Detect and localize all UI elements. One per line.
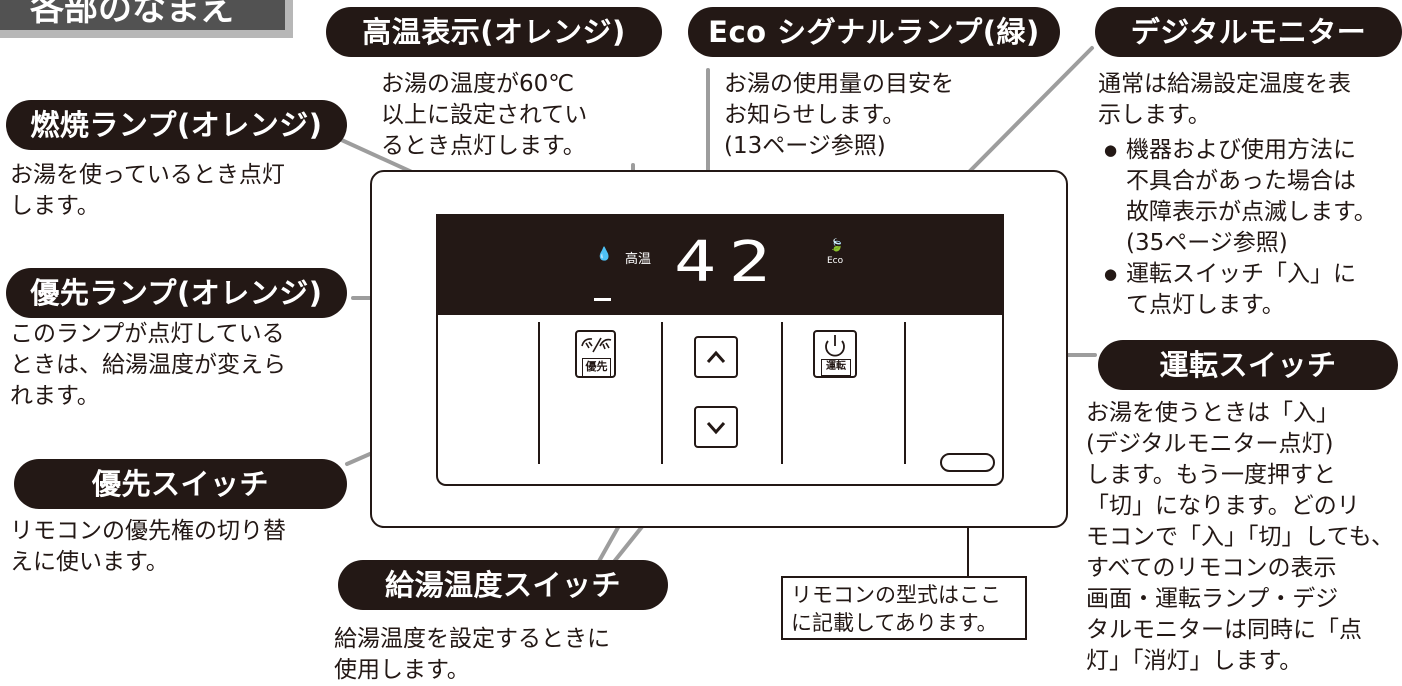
model-plate xyxy=(940,453,995,472)
temp-switch-title: 給湯温度スイッチ xyxy=(338,560,668,610)
chevron-down-icon xyxy=(706,422,726,435)
priority-button-label: 優先 xyxy=(582,358,611,377)
eco-leaf-icon: 🍃 xyxy=(829,238,844,252)
section-tab: 各部のなまえ xyxy=(0,0,293,38)
digital-monitor-title: デジタルモニター xyxy=(1095,7,1402,57)
divider-1 xyxy=(538,322,540,464)
priority-switch-title: 優先スイッチ xyxy=(14,459,347,509)
combustion-lamp-title: 燃焼ランプ(オレンジ) xyxy=(6,100,347,150)
priority-switch-button[interactable]: 優先 xyxy=(575,330,616,378)
high-temp-label: 高温 xyxy=(625,252,652,267)
eco-lamp-title: Eco シグナルランプ(緑) xyxy=(688,7,1060,57)
priority-lamp-desc: このランプが点灯している ときは、給湯温度が変えら れます。 xyxy=(10,321,286,409)
monitor-bullet-power: 運転スイッチ「入」に て点灯します。 xyxy=(1104,259,1402,321)
priority-switch-desc: リモコンの優先権の切り替 えに使います。 xyxy=(10,518,286,575)
model-note: リモコンの型式はここ に記載してあります。 xyxy=(781,576,1027,640)
divider-2 xyxy=(661,322,663,464)
high-temp-desc: お湯の温度が60℃ 以上に設定されてい るとき点灯します。 xyxy=(381,71,588,159)
temperature-readout: 42 xyxy=(674,230,784,295)
eco-lamp-desc: お湯の使用量の目安を お知らせします。 (13ページ参照) xyxy=(724,71,954,159)
power-button-label: 運転 xyxy=(821,359,851,376)
divider-3 xyxy=(781,322,783,464)
digital-monitor-desc: 通常は給湯設定温度を表 示します。 xyxy=(1098,71,1351,128)
power-switch-desc: お湯を使うときは「入」 (デジタルモニター点灯) します。もう一度押すと 「切」… xyxy=(1086,400,1394,674)
display-panel xyxy=(436,214,1004,315)
temp-up-button[interactable] xyxy=(694,336,738,378)
monitor-bullet-fault: 機器および使用方法に 不具合があった場合は 故障表示が点滅します。 (35ページ… xyxy=(1104,135,1402,259)
combustion-flame-icon: 💧 xyxy=(596,247,613,262)
chevron-up-icon xyxy=(706,350,726,363)
eco-label: Eco xyxy=(827,256,844,266)
high-temp-title: 高温表示(オレンジ) xyxy=(326,7,662,57)
temp-down-button[interactable] xyxy=(694,406,738,448)
power-icon xyxy=(825,335,845,357)
power-switch-title: 運転スイッチ xyxy=(1098,340,1398,390)
power-switch-button[interactable]: 運転 xyxy=(813,330,857,378)
temp-switch-desc: 給湯温度を設定するときに 使用します。 xyxy=(334,626,610,683)
priority-lamp-indicator xyxy=(594,298,611,301)
priority-lamp-title: 優先ランプ(オレンジ) xyxy=(6,268,347,318)
combustion-lamp-desc: お湯を使っているとき点灯 します。 xyxy=(10,162,285,219)
shower-icon xyxy=(581,337,612,353)
divider-4 xyxy=(904,322,906,464)
digital-monitor-bullets: 機器および使用方法に 不具合があった場合は 故障表示が点滅します。 (35ページ… xyxy=(1104,135,1402,321)
button-area xyxy=(436,314,1004,486)
